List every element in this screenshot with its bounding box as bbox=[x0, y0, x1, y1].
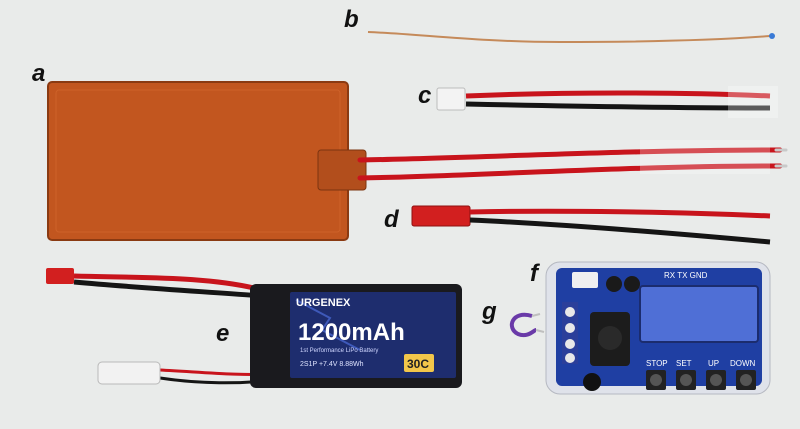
battery-brand: URGENEX bbox=[296, 297, 351, 309]
jumper-wire bbox=[509, 312, 545, 338]
jst-cable bbox=[436, 86, 778, 118]
panel-label-c: c bbox=[418, 82, 432, 109]
battery-subtitle: 1st Performance LiPo Battery bbox=[300, 348, 378, 354]
battery-capacity: 1200mAh bbox=[298, 319, 405, 346]
lipo-battery-cables bbox=[46, 268, 273, 385]
terminal-block bbox=[562, 302, 578, 364]
heater-pad-wires bbox=[357, 140, 788, 181]
battery-rating-badge bbox=[404, 354, 434, 372]
button-label-up: UP bbox=[708, 359, 719, 368]
thin-wire bbox=[367, 31, 775, 44]
push-buttons bbox=[646, 370, 756, 390]
battery-specs: 2S1P +7.4V 8.88Wh bbox=[300, 361, 364, 368]
panel-label-f: f bbox=[530, 260, 538, 287]
panel-label-b: b bbox=[344, 6, 359, 33]
heater-pad bbox=[47, 81, 367, 241]
panel-label-a: a bbox=[32, 60, 46, 87]
panel-label-e: e bbox=[216, 320, 230, 347]
red-connector-cable bbox=[411, 205, 771, 245]
button-label-set: SET bbox=[676, 359, 692, 368]
board-header-pins: RX TX GND bbox=[664, 271, 708, 280]
controller-board bbox=[545, 261, 771, 395]
panel-label-d: d bbox=[384, 206, 399, 233]
panel-label-g: g bbox=[482, 298, 497, 325]
button-label-down: DOWN bbox=[730, 359, 756, 368]
battery-c-rating: 30C bbox=[407, 357, 429, 371]
button-label-stop: STOP bbox=[646, 359, 668, 368]
